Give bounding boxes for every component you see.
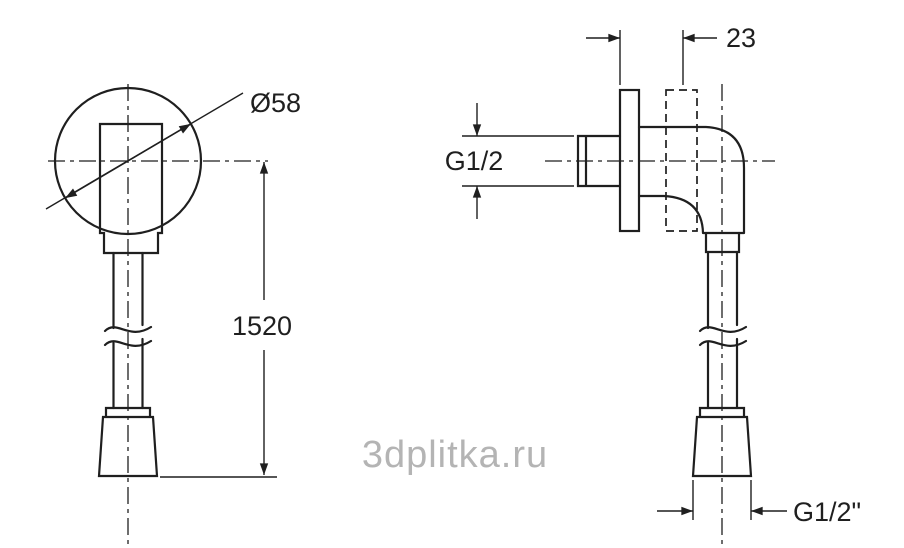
depth-label: 23 <box>726 23 756 53</box>
front-view <box>45 84 277 545</box>
diameter-arrow-upper <box>127 123 192 162</box>
hose-end-fitting-front <box>97 406 159 478</box>
depth-extension-lines <box>619 30 684 85</box>
hose-nut <box>704 231 741 254</box>
shower-hose-side <box>706 250 739 410</box>
hidden-outline <box>665 89 698 232</box>
handset-holder <box>98 122 164 255</box>
inlet-thread-label: G1/2 <box>445 146 504 176</box>
hose-break-symbol-front <box>103 325 153 347</box>
diameter-arrow-lower <box>64 160 129 199</box>
side-view <box>462 30 787 545</box>
watermark: 3dplitka.ru <box>362 434 548 476</box>
hose-end-fitting-side <box>691 406 753 478</box>
elbow-body <box>637 125 746 235</box>
wall-bracket-outline <box>53 86 203 236</box>
shower-hose-front <box>112 251 144 410</box>
outlet-thread-label: G1/2" <box>793 497 861 527</box>
escutcheon-plate <box>618 88 641 233</box>
length-label: 1520 <box>232 311 292 341</box>
threaded-inlet <box>576 134 622 188</box>
diameter-label: Ø58 <box>250 88 301 118</box>
hose-break-symbol-side <box>698 325 748 347</box>
